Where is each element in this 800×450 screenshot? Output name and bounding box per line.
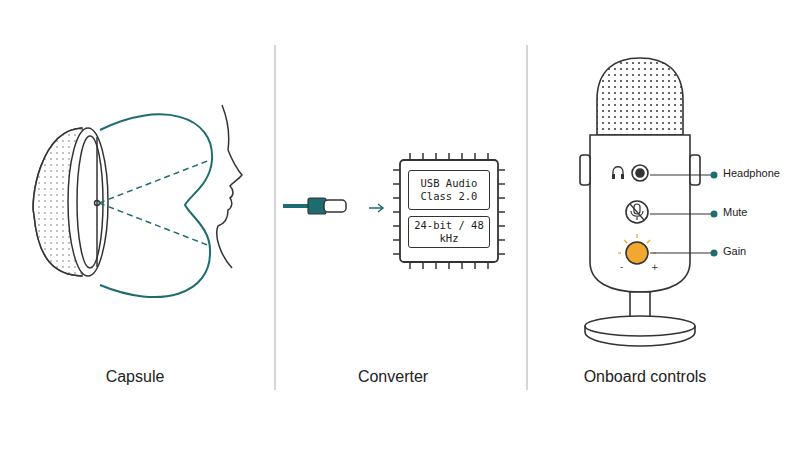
callout-label: Mute — [723, 206, 747, 218]
svg-text:-: - — [620, 262, 623, 272]
chip-body — [400, 160, 498, 262]
chip-label: 24-bit / 48 kHz — [412, 219, 486, 244]
flow-arrow — [378, 204, 383, 212]
usb-microphone: - + — [580, 58, 700, 346]
pickup-line — [99, 203, 210, 246]
leader-lines — [650, 172, 718, 257]
protocol-box: USB Audio Class 2.0 — [408, 170, 490, 210]
mute-button — [626, 201, 648, 223]
mount-bracket — [690, 155, 700, 185]
panel-title: Converter — [358, 368, 428, 386]
mic-grille — [597, 58, 683, 135]
converter-illustration — [283, 153, 505, 269]
chip-label: USB Audio Class 2.0 — [412, 177, 486, 202]
gain-knob — [626, 242, 648, 264]
polar-pattern — [100, 114, 212, 297]
panel-title: Capsule — [106, 368, 165, 386]
panel-divider — [274, 45, 275, 390]
face-profile — [217, 105, 242, 268]
usb-c-connector — [324, 200, 346, 212]
usb-cable — [283, 204, 310, 208]
stand-base — [585, 316, 695, 336]
callout-label: Headphone — [723, 167, 780, 179]
capsule-illustration — [33, 105, 242, 297]
callout-label: Gain — [723, 245, 746, 257]
headphone-jack — [632, 165, 648, 181]
panel-divider — [526, 45, 527, 390]
mount-bracket — [580, 155, 590, 185]
panel-title: Onboard controls — [584, 368, 707, 386]
pickup-line — [99, 160, 210, 203]
svg-text:+: + — [651, 262, 659, 272]
format-box: 24-bit / 48 kHz — [408, 216, 490, 247]
